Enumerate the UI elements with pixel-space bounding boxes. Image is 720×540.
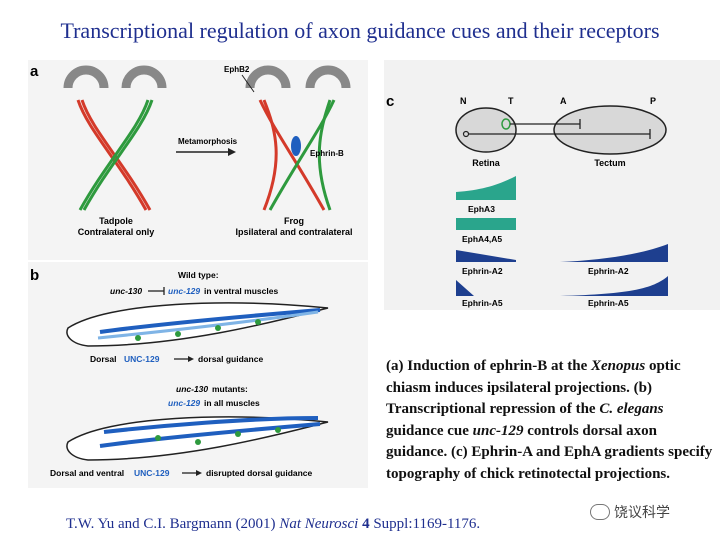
epha4a5-label: EphA4,A5 — [462, 234, 502, 244]
frog-left-eye — [245, 65, 291, 89]
frog-right-eye — [305, 65, 351, 89]
ephrina2-right-label: Ephrin-A2 — [588, 266, 629, 276]
tectum-label: Tectum — [594, 158, 625, 168]
tadpole-left-eye — [63, 65, 109, 89]
nasal-label: N — [460, 96, 467, 106]
wt-ventral-label: in ventral muscles — [204, 286, 278, 296]
ephrina2-left-label: Ephrin-A2 — [462, 266, 503, 276]
panel-c-figure: c N T A P Retina Tectum EphA3 EphA4,A5 E… — [384, 60, 720, 310]
epha3-label: EphA3 — [468, 204, 495, 214]
ephrin-b-label: Ephrin-B — [310, 149, 344, 158]
wt-ventral-muscle — [99, 308, 321, 334]
metamorphosis-label: Metamorphosis — [178, 137, 238, 146]
page-title: Transcriptional regulation of axon guida… — [60, 18, 660, 43]
wild-type-worm — [66, 302, 329, 347]
temporal-label: T — [508, 96, 514, 106]
ephrina5-left-label: Ephrin-A5 — [462, 298, 503, 308]
frog-green-axon — [268, 99, 336, 211]
citation: T.W. Yu and C.I. Bargmann (2001) Nat Neu… — [66, 516, 481, 532]
wild-type-label: Wild type: — [178, 270, 219, 280]
epha4a5-gradient — [456, 218, 516, 230]
ephrin-b-chiasm — [291, 136, 301, 156]
figure-caption: (a) Induction of ephrin-B at the Xenopus… — [386, 358, 713, 482]
wt-dorsal-guidance: dorsal guidance — [198, 354, 263, 364]
epha3-gradient — [456, 176, 516, 200]
wt-unc129-label: unc-129 — [168, 286, 200, 296]
ephrina2-tectum-gradient — [560, 244, 668, 262]
ephrina5-retina-gradient — [456, 280, 474, 296]
mutant-unc129-label: unc-129 — [168, 398, 200, 408]
mutant-dv-label: Dorsal and ventral — [50, 468, 124, 478]
watermark: 饶议科学 — [590, 502, 670, 522]
tadpole-green-axon — [82, 99, 154, 211]
panel-a-letter: a — [30, 63, 39, 80]
mutants-word: mutants: — [212, 384, 248, 394]
anterior-label: A — [560, 96, 567, 106]
mutant-ventral-muscle — [99, 422, 321, 448]
mutant-dorsal-muscle — [103, 416, 319, 434]
retina-label: Retina — [472, 158, 501, 168]
panel-a-figure: a Tadpole Contralateral only Metamorphos… — [28, 60, 368, 260]
ephrina2-retina-gradient — [456, 250, 516, 262]
tadpole-right-eye — [121, 65, 167, 89]
panel-b-figure: b Wild type: unc-130 unc-129 in ventral … — [28, 262, 368, 488]
mutant-unc129-protein: UNC-129 — [134, 468, 170, 478]
mutant-all-muscles: in all muscles — [204, 398, 260, 408]
mutant-disrupted: disrupted dorsal guidance — [206, 468, 313, 478]
ephrina5-tectum-gradient — [560, 276, 668, 296]
retina-shape — [455, 107, 517, 153]
frog-label: Frog — [284, 216, 304, 226]
wechat-icon — [590, 504, 610, 520]
tadpole-red-axon — [76, 99, 148, 211]
ephb2-label: EphB2 — [224, 65, 250, 74]
mutant-unc130-label: unc-130 — [176, 384, 208, 394]
posterior-label: P — [650, 96, 656, 106]
tectum-shape — [553, 105, 667, 155]
tadpole-sublabel: Contralateral only — [78, 227, 155, 237]
tadpole-label: Tadpole — [99, 216, 133, 226]
wt-dorsal-label: Dorsal — [90, 354, 116, 364]
wt-unc129-protein: UNC-129 — [124, 354, 160, 364]
frog-red-axon — [258, 99, 326, 211]
panel-b-letter: b — [30, 267, 39, 284]
panel-c-letter: c — [386, 93, 394, 110]
frog-sublabel: Ipsilateral and contralateral — [235, 227, 352, 237]
ephrina5-right-label: Ephrin-A5 — [588, 298, 629, 308]
wt-unc130-label: unc-130 — [110, 286, 142, 296]
